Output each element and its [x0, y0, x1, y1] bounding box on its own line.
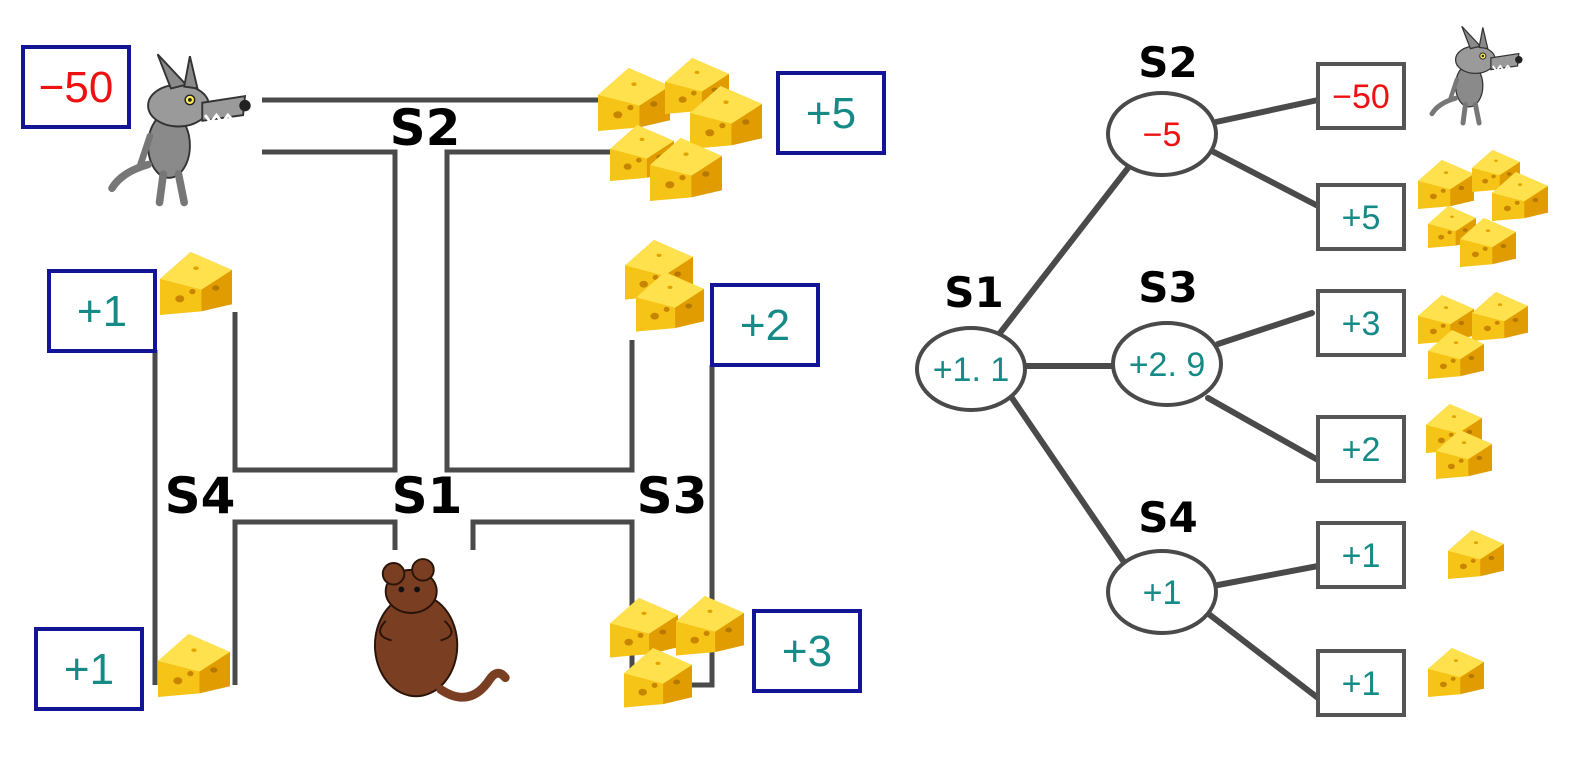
cheese-icon — [1418, 292, 1528, 379]
reward-left-lower-value: +1 — [64, 645, 114, 694]
tree-node-s4 — [1106, 549, 1218, 635]
edge-s3-leaf1 — [1215, 310, 1315, 347]
edge-s1-s2 — [997, 165, 1131, 336]
wall-left-inner — [232, 519, 398, 685]
wall-top-inner-left — [232, 149, 398, 473]
wall-right-inner — [470, 519, 635, 685]
tree-leaf-value: +3 — [1342, 305, 1381, 343]
edge-s4-leaf1 — [1215, 563, 1321, 588]
reward-right-upper-value: +2 — [740, 301, 790, 350]
maze-state-s1: S1 — [392, 467, 463, 525]
reward-box-left-upper — [47, 269, 157, 353]
edge-s1-s4 — [1009, 395, 1131, 571]
tree-leaf-value: −50 — [1332, 78, 1390, 116]
cat-icon — [1432, 26, 1523, 123]
maze-state-s3: S3 — [637, 467, 708, 525]
tree-node-s3-label: S3 — [1138, 263, 1197, 312]
wall-right-outer — [688, 365, 715, 688]
maze: S2 S1 S3 S4 −50 +5 +1 +1 +2 — [21, 45, 886, 711]
reward-top-right-value: +5 — [806, 89, 856, 138]
reward-cat-value: −50 — [39, 63, 114, 112]
cheese-icon — [1428, 648, 1484, 697]
reward-box-cat — [21, 45, 131, 129]
cheese-icon — [1426, 404, 1492, 479]
tree-root-node — [915, 326, 1027, 412]
tree-leaf-box — [1316, 415, 1406, 483]
reward-box-right-upper — [710, 283, 820, 367]
edge-s2-leaf2 — [1207, 147, 1321, 209]
cheese-icon — [610, 596, 744, 708]
tree-root-value: +1. 1 — [933, 351, 1010, 389]
tree-leaf-box — [1316, 183, 1406, 251]
tree-node-s2-value: −5 — [1143, 116, 1182, 154]
tree-leaf-box — [1316, 62, 1406, 130]
tree-node-s4-label: S4 — [1138, 493, 1197, 542]
mouse-icon — [375, 559, 505, 697]
cheese-icon — [625, 240, 704, 332]
wall-top-inner-right — [444, 149, 635, 473]
cat-icon — [112, 54, 251, 202]
tree-leaf-value: +1 — [1342, 665, 1381, 703]
reward-left-upper-value: +1 — [77, 287, 127, 336]
tree-root-label: S1 — [944, 268, 1003, 317]
reward-box-right-lower — [752, 609, 862, 693]
cheese-icon — [160, 252, 232, 315]
reward-right-lower-value: +3 — [782, 627, 832, 676]
cheese-icon — [598, 58, 762, 201]
tree-node-s4-value: +1 — [1143, 574, 1182, 612]
maze-state-s4: S4 — [165, 467, 236, 525]
tree-leaf-box — [1316, 289, 1406, 357]
edge-s3-leaf2 — [1205, 395, 1321, 463]
tree-leaf-value: +2 — [1342, 431, 1381, 469]
tree-edges — [997, 97, 1321, 701]
cheese-icon — [158, 634, 230, 697]
cheese-icon — [1418, 150, 1548, 267]
maze-state-s2: S2 — [390, 99, 461, 157]
tree-leaf-box — [1316, 521, 1406, 589]
tree-leaf-value: +5 — [1342, 199, 1381, 237]
tree-leaf-box — [1316, 649, 1406, 717]
reward-box-top-right — [776, 71, 886, 155]
edge-s2-leaf1 — [1213, 97, 1321, 125]
tree-node-s3 — [1111, 321, 1223, 407]
tree-node-s2-label: S2 — [1138, 38, 1197, 87]
tree-node-s3-value: +2. 9 — [1129, 346, 1206, 384]
tree-node-s2 — [1106, 91, 1218, 177]
reward-box-left-lower — [34, 627, 144, 711]
decision-tree: S1 +1. 1 S2 −5 S3 +2. 9 S4 +1 −50 +5 +3 — [915, 26, 1548, 717]
tree-leaf-value: +1 — [1342, 537, 1381, 575]
cheese-icon — [1448, 530, 1504, 579]
edge-s4-leaf2 — [1207, 612, 1321, 701]
maze-walls — [152, 97, 715, 688]
